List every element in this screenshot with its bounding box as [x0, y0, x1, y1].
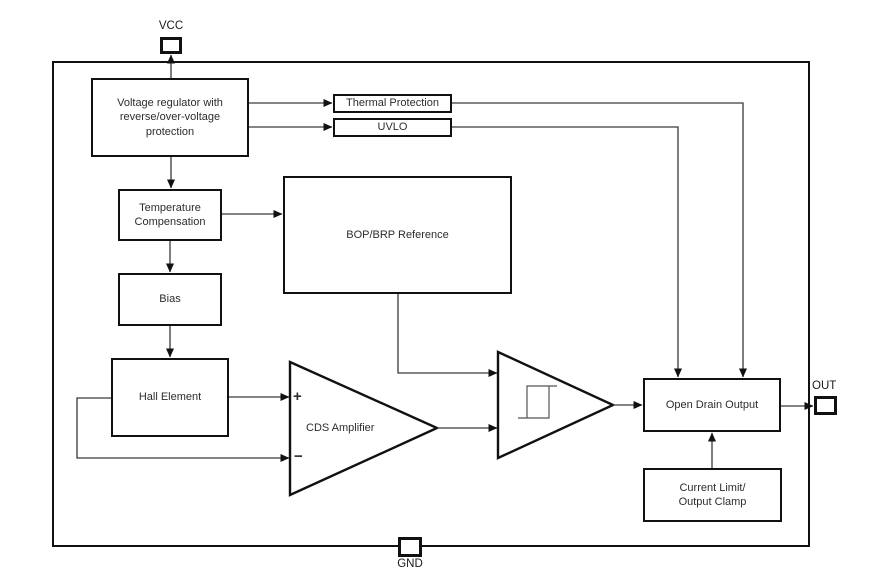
wire-uvlo-to-opendrain: [452, 126, 682, 378]
block-open-drain-output: Open Drain Output: [643, 378, 781, 432]
chip-boundary: [52, 61, 810, 547]
gnd-pin-label: GND: [397, 558, 423, 570]
block-temperature-compensation: Temperature Compensation: [118, 189, 222, 241]
out-pin-label: OUT: [812, 380, 837, 392]
out-pin: [814, 396, 837, 415]
block-bias: Bias: [118, 273, 222, 326]
vcc-pin: [160, 37, 182, 54]
gnd-pin: [398, 537, 422, 557]
schmitt-trigger-triangle: [496, 350, 616, 460]
wire-bop-to-schmitt: [397, 294, 498, 377]
block-hall-element: Hall Element: [111, 358, 229, 437]
amp-minus-input-label: −: [294, 448, 303, 465]
block-voltage-regulator: Voltage regulator with reverse/over-volt…: [91, 78, 249, 157]
block-uvlo: UVLO: [333, 118, 452, 137]
vcc-pin-label: VCC: [158, 20, 184, 32]
block-thermal-protection: Thermal Protection: [333, 94, 452, 113]
cds-amplifier-label: CDS Amplifier: [306, 422, 375, 434]
hysteresis-icon: [518, 385, 557, 419]
block-current-limit-output-clamp: Current Limit/ Output Clamp: [643, 468, 782, 522]
wire-hall-to-amp-minus: [76, 397, 290, 462]
amp-plus-input-label: +: [293, 388, 302, 405]
wire-thermal-to-opendrain: [452, 102, 747, 378]
cds-amplifier-triangle: [288, 360, 440, 497]
block-bop-brp-reference: BOP/BRP Reference: [283, 176, 512, 294]
